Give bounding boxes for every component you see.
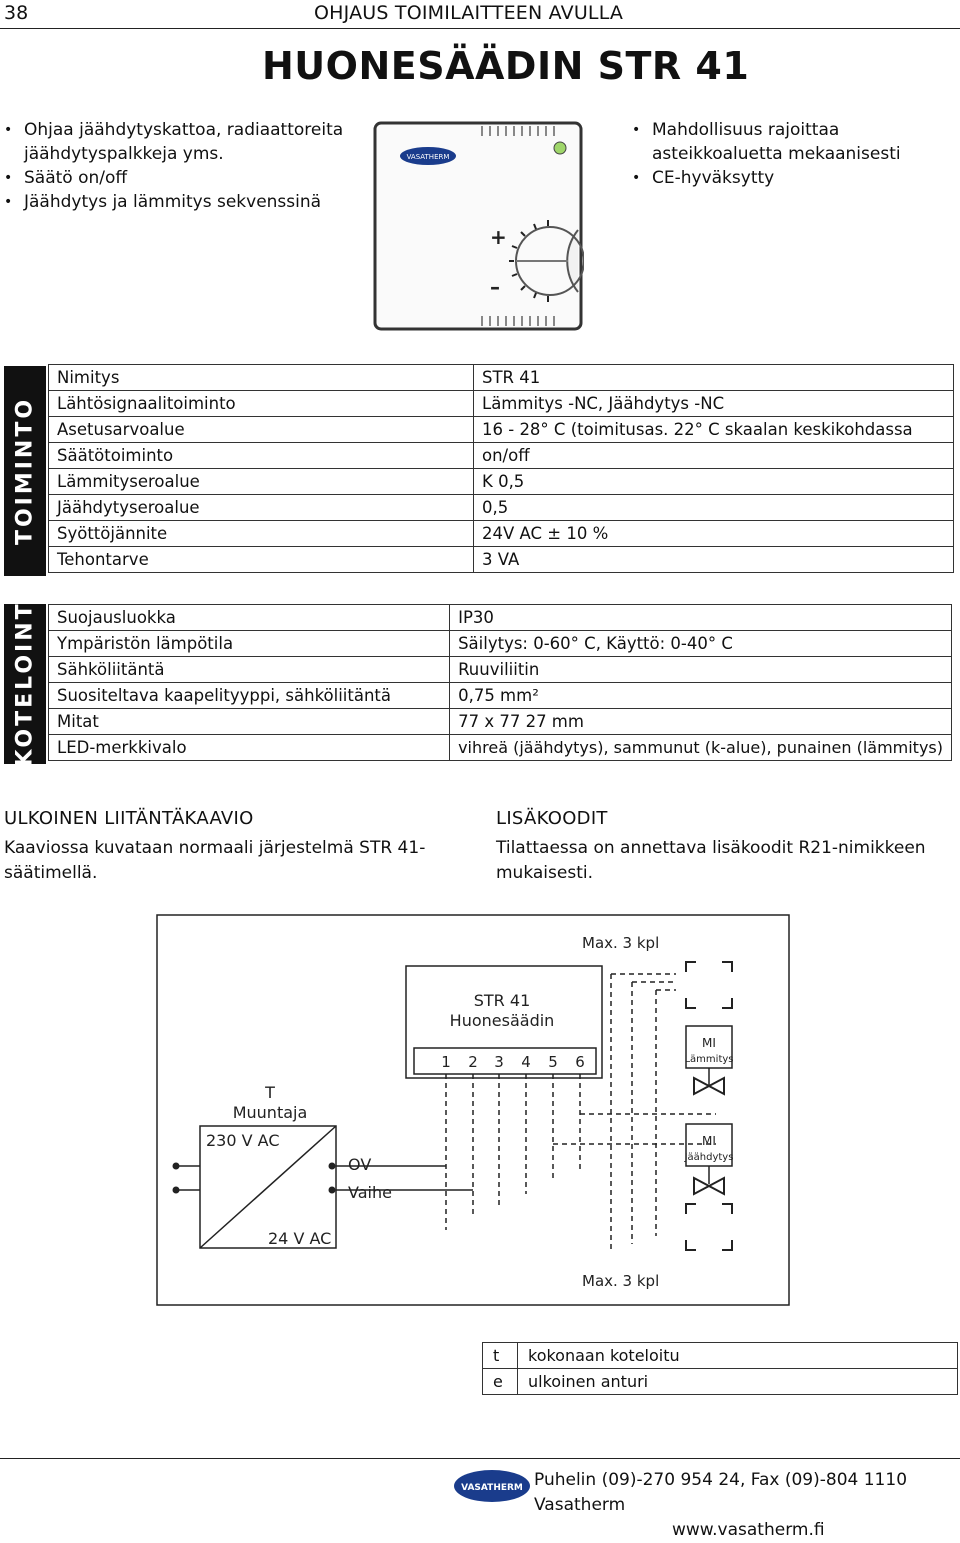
led-indicator <box>553 141 567 155</box>
feature-item: Mahdollisuus rajoittaa asteikkoaluetta m… <box>628 118 948 166</box>
max-count-top: Max. 3 kpl <box>582 934 659 952</box>
header-rule <box>0 28 960 29</box>
svg-text:MI: MI <box>702 1036 716 1050</box>
diagram-description: Kaaviossa kuvataan normaali järjestelmä … <box>4 838 426 883</box>
page-number: 38 <box>4 2 29 24</box>
feature-item: Jäähdytys ja lämmitys sekvenssinä <box>0 190 350 214</box>
svg-text:+: + <box>490 225 507 249</box>
page-title: HUONESÄÄDIN STR 41 <box>262 44 750 88</box>
table-row: Suositeltava kaapelityyppi, sähköliitänt… <box>47 682 952 709</box>
svg-text:230 V AC: 230 V AC <box>206 1131 280 1150</box>
feature-item: CE-hyväksytty <box>628 166 948 190</box>
svg-text:6: 6 <box>575 1053 585 1071</box>
svg-text:4: 4 <box>521 1053 531 1071</box>
svg-text:1: 1 <box>441 1053 451 1071</box>
svg-text:2: 2 <box>468 1053 478 1071</box>
vasatherm-logo: VASATHERM <box>454 1470 530 1502</box>
svg-text:Muuntaja: Muuntaja <box>233 1103 308 1122</box>
svg-text:MI: MI <box>702 1134 716 1148</box>
section-header: OHJAUS TOIMILAITTEEN AVULLA <box>314 2 624 24</box>
svg-text:Vaihe: Vaihe <box>348 1183 392 1202</box>
svg-text:Huonesäädin: Huonesäädin <box>450 1011 555 1030</box>
valve-cooling-icon <box>693 1176 725 1196</box>
max-count-bottom: Max. 3 kpl <box>582 1272 659 1290</box>
svg-text:Jäähdytys: Jäähdytys <box>684 1152 734 1163</box>
valve-heating-icon <box>693 1076 725 1096</box>
footer-rule <box>0 1458 960 1459</box>
phone-fax: Puhelin (09)-270 954 24, Fax (09)-804 11… <box>534 1470 908 1515</box>
website-link: www.vasatherm.fi <box>672 1520 825 1540</box>
controller-box <box>405 965 603 1079</box>
brand-logo <box>400 147 456 165</box>
feature-list-left: Ohjaa jäähdytyskattoa, radiaattoreita jä… <box>0 118 350 214</box>
svg-text:VASATHERM: VASATHERM <box>407 153 450 161</box>
svg-text:VASATHERM: VASATHERM <box>461 1483 523 1493</box>
terminal-strip <box>413 1047 597 1075</box>
wiring-diagram: Max. 3 kpl Max. 3 kpl STR 41 Huonesäädin… <box>156 914 790 1306</box>
feature-list-right: Mahdollisuus rajoittaa asteikkoaluetta m… <box>628 118 948 190</box>
kotelointi-label: KOTELOINT <box>4 601 46 767</box>
svg-text:T: T <box>264 1083 275 1102</box>
extra-codes-text: Tilattaessa on annettava lisäkoodit R21-… <box>496 838 926 883</box>
svg-text:STR 41: STR 41 <box>474 991 531 1010</box>
contact-info: Puhelin (09)-270 954 24, Fax (09)-804 11… <box>534 1468 960 1543</box>
svg-text:OV: OV <box>348 1155 371 1174</box>
svg-text:24 V AC: 24 V AC <box>268 1229 331 1248</box>
svg-text:Lämmitys: Lämmitys <box>684 1054 733 1065</box>
svg-text:–: – <box>490 275 500 299</box>
extra-codes-heading: LISÄKOODIT <box>496 808 608 829</box>
toiminto-label: TOIMINTO <box>4 366 46 576</box>
svg-text:5: 5 <box>548 1053 558 1071</box>
feature-item: Säätö on/off <box>0 166 350 190</box>
feature-item: Ohjaa jäähdytyskattoa, radiaattoreita jä… <box>0 118 350 166</box>
transformer-box <box>199 1125 337 1249</box>
thermostat-image: VASATHERM + – <box>373 121 584 331</box>
svg-text:3: 3 <box>494 1053 504 1071</box>
diagram-heading: ULKOINEN LIITÄNTÄKAAVIO <box>4 808 254 829</box>
